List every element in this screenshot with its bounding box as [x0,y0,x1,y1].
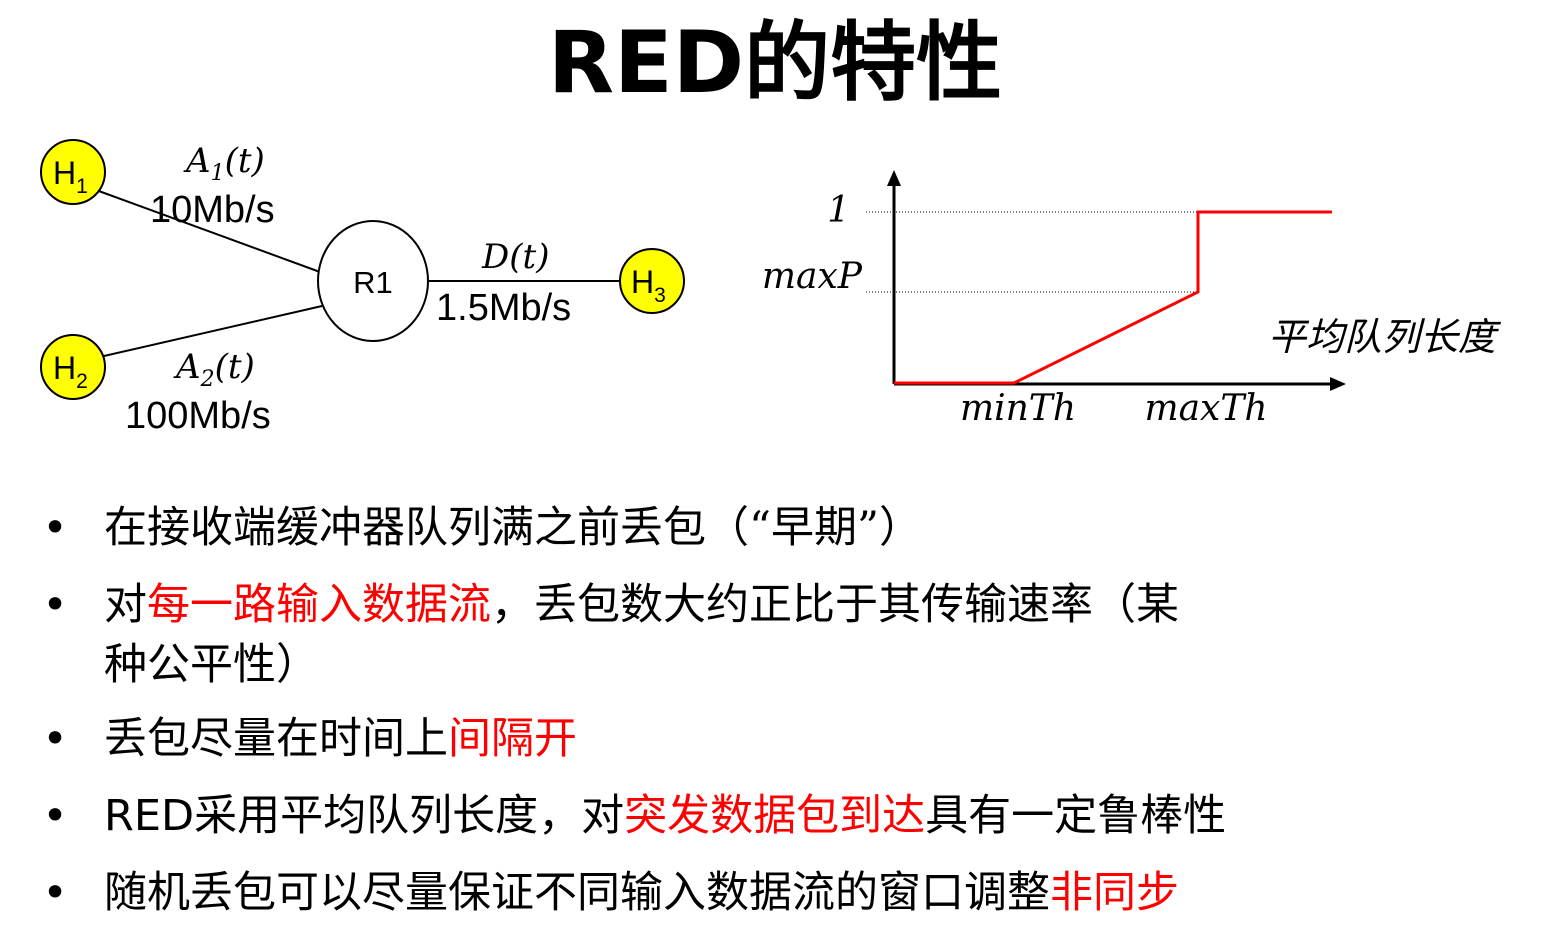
x-tick-maxth: maxTh [1144,388,1267,429]
link2-func-name: A [173,347,201,387]
x-axis-label: 平均队列长度 [1268,315,1502,359]
bullet-marker: • [42,503,68,553]
bullet-highlight: 突发数据包到达 [624,791,926,841]
link3-rate: 1.5Mb/s [436,287,571,329]
y-tick-one: 1 [827,190,850,231]
bullet-text: 具有一定鲁棒性 [925,791,1227,841]
bullet-marker: • [42,714,68,764]
router-label: R1 [353,265,393,300]
link1-func-sub: 1 [211,161,225,186]
x-axis-arrow [1330,377,1346,391]
y-axis-arrow [887,170,901,186]
link3-func-name: D [481,237,509,277]
bullet-highlight: 每一路输入数据流 [147,580,491,630]
host-h1-label: H [53,155,76,191]
svg-text:H1: H1 [53,155,88,198]
page-title: RED的特性 [547,13,1003,113]
link1-func-arg: (t) [225,141,265,181]
host-h2-label: H [53,350,76,386]
bullet-text: 采用平均队列长度，对 [194,791,625,841]
bullet-item: • 对每一路输入数据流，丢包数大约正比于其传输速率（某种公平性） [40,575,1520,695]
link2-rate: 100Mb/s [125,395,271,437]
bullet-text: 对 [104,580,147,630]
drop-probability-curve [894,210,1332,385]
host-h1-sub: 1 [76,175,88,198]
network-diagram: R1 H1 H2 H3 A1(t) 10Mb/s A2(t) 100Mb/s D… [40,139,685,437]
bullet-marker: • [42,580,68,630]
host-h2: H2 [40,334,106,400]
bullet-item: • RED采用平均队列长度，对突发数据包到达具有一定鲁棒性 [40,786,1520,846]
link2-func-sub: 2 [200,367,215,392]
red-probability-graph: 1 maxP 平均队列长度 minTh maxTh [762,170,1502,429]
host-h1: H1 [40,139,106,205]
bullet-item: • 丢包尽量在时间上间隔开 [40,709,1520,769]
svg-text:H3: H3 [631,264,666,307]
bullet-highlight: 间隔开 [448,714,577,764]
link3-func-arg: (t) [509,237,549,277]
svg-text:H2: H2 [53,350,88,393]
bullet-item: • 在接收端缓冲器队列满之前丢包（“早期”） [40,498,1520,558]
bullet-highlight: 非同步 [1050,868,1179,918]
y-tick-maxp: maxP [762,256,863,297]
bullet-text: ，丢包数大约正比于其传输速率（某 [491,580,1179,630]
bullet-text: 在接收端缓冲器队列满之前丢包（“早期”） [104,503,922,553]
bullet-text: 随机丢包可以尽量保证不同输入数据流的窗口调整 [104,868,1050,918]
svg-text:A2(t): A2(t) [173,347,255,392]
router-r1: R1 [317,220,429,342]
bullet-marker: • [42,791,68,841]
link-h2-r1 [103,305,323,357]
host-h3: H3 [619,248,685,314]
host-h2-sub: 2 [76,370,88,393]
svg-text:A1(t): A1(t) [183,141,265,186]
bullet-text: 丢包尽量在时间上 [104,714,448,764]
link1-func-name: A [183,141,211,181]
bullet-marker: • [42,868,68,918]
link-h1-r1 [95,189,321,273]
host-h3-label: H [631,264,654,300]
host-h3-sub: 3 [654,284,666,307]
bullet-text: 种公平性） [104,640,319,690]
link1-rate: 10Mb/s [150,189,275,231]
x-tick-minth: minTh [960,388,1076,429]
bullet-list: • 在接收端缓冲器队列满之前丢包（“早期”） • 对每一路输入数据流，丢包数大约… [40,498,1520,940]
bullet-text: RED [104,791,195,841]
svg-text:D(t): D(t) [481,237,549,277]
bullet-item: • 随机丢包可以尽量保证不同输入数据流的窗口调整非同步 [40,863,1520,923]
link2-func-arg: (t) [215,347,255,387]
